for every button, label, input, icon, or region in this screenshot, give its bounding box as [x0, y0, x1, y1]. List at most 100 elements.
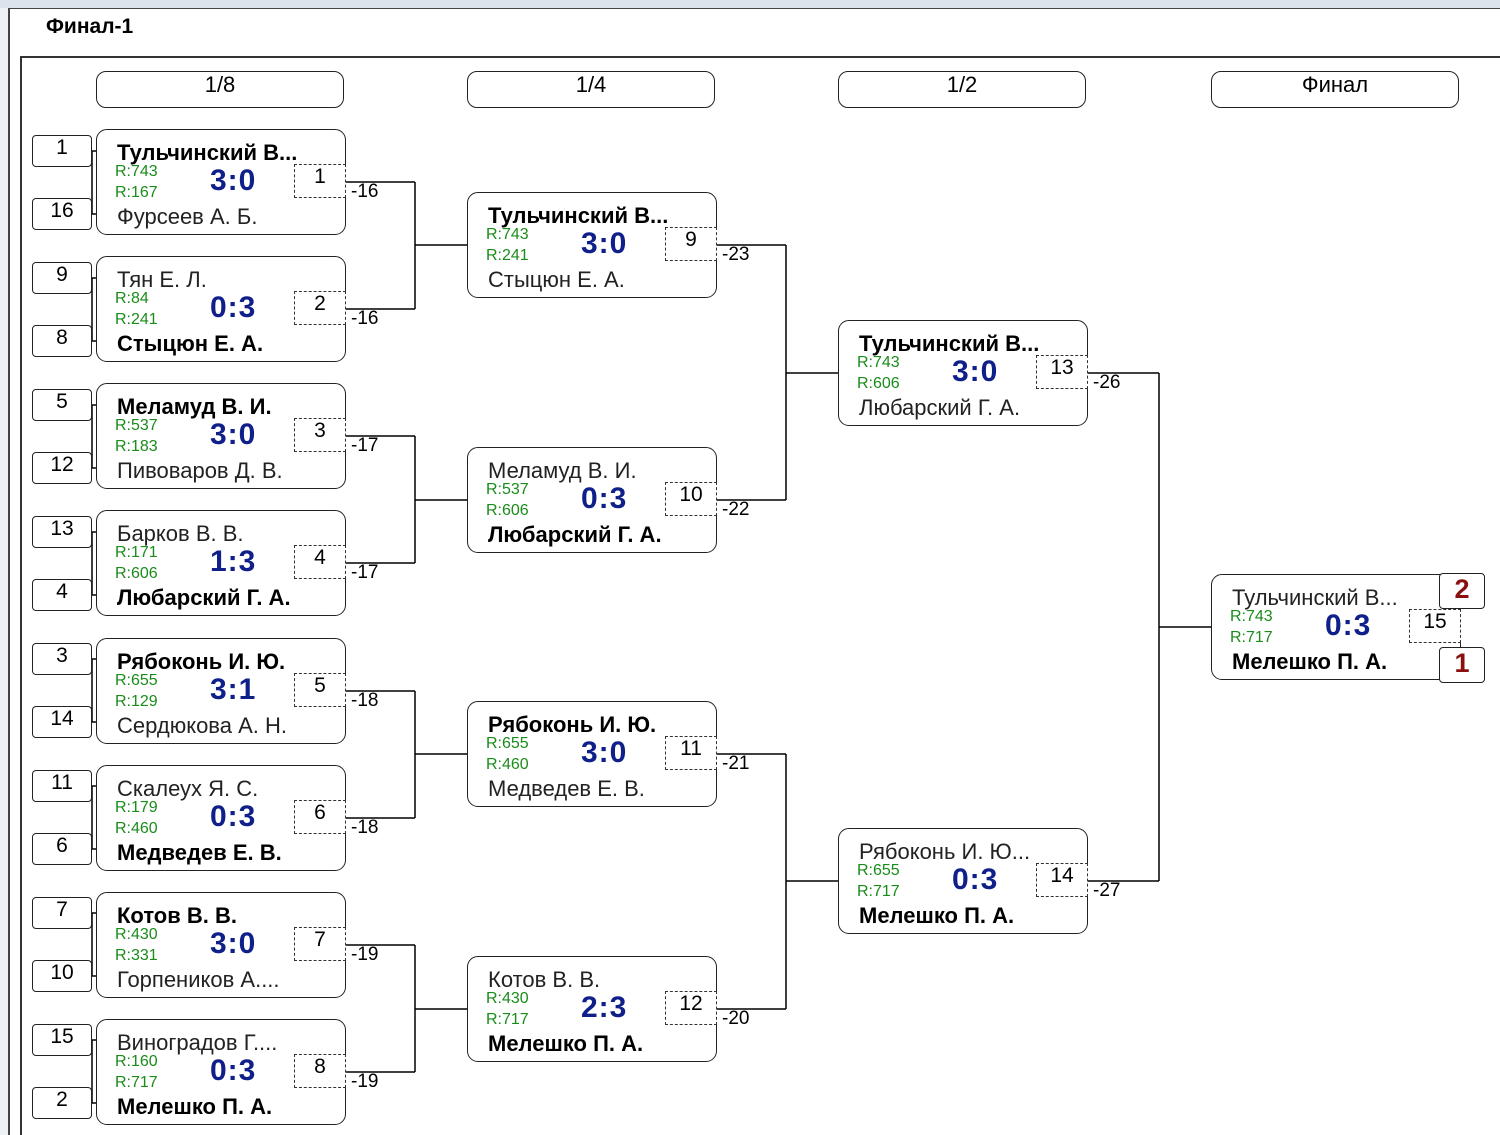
loser-destination: -27: [1093, 880, 1121, 901]
loser-destination: -21: [722, 753, 750, 774]
loser-destination: -26: [1093, 372, 1121, 393]
round-header-final: Финал: [1211, 71, 1459, 108]
rating-top: R:430: [486, 990, 529, 1007]
player-bottom: Мелешко П. А.: [859, 903, 1015, 928]
match-number: 6: [294, 800, 346, 834]
rating-top: R:160: [115, 1053, 158, 1070]
loser-destination: -16: [351, 181, 379, 202]
match-score: 2:3: [581, 991, 628, 1024]
loser-destination: -19: [351, 944, 379, 965]
match-number: 9: [665, 227, 717, 261]
rating-top: R:84: [115, 290, 149, 307]
seed-box: 10: [32, 960, 92, 992]
player-top: Рябоконь И. Ю.: [488, 712, 657, 737]
match-score: 3:0: [952, 355, 999, 388]
player-bottom: Любарский Г. А.: [859, 395, 1021, 420]
window-top-strip: [0, 0, 1500, 8]
rating-top: R:171: [115, 544, 158, 561]
match-score: 0:3: [210, 291, 257, 324]
rating-bottom: R:460: [115, 820, 158, 837]
seed-box: 6: [32, 833, 92, 865]
match-score: 3:0: [581, 736, 628, 769]
rating-bottom: R:606: [115, 565, 158, 582]
round-header-1-8: 1/8: [96, 71, 344, 108]
player-top: Барков В. В.: [117, 521, 244, 546]
seed-box: 11: [32, 770, 92, 802]
player-bottom: Мелешко П. А.: [1232, 649, 1388, 674]
player-top: Тульчинский В...: [117, 140, 298, 165]
rating-top: R:743: [1230, 608, 1273, 625]
rating-bottom: R:717: [115, 1074, 158, 1091]
rating-bottom: R:241: [115, 311, 158, 328]
rating-bottom: R:241: [486, 247, 529, 264]
title-bar: Финал-1: [8, 8, 1500, 46]
match-score: 3:0: [210, 418, 257, 451]
player-top: Тульчинский В...: [488, 203, 669, 228]
place-badge-bottom: 1: [1439, 647, 1485, 683]
player-top: Котов В. В.: [488, 967, 601, 992]
seed-box: 3: [32, 643, 92, 675]
player-bottom: Горпеников А....: [117, 967, 280, 992]
match-score: 0:3: [210, 1054, 257, 1087]
rating-top: R:743: [486, 226, 529, 243]
match-number: 5: [294, 673, 346, 707]
rating-top: R:743: [115, 163, 158, 180]
rating-bottom: R:460: [486, 756, 529, 773]
rating-bottom: R:717: [486, 1011, 529, 1028]
match-score: 1:3: [210, 545, 257, 578]
rating-top: R:655: [115, 672, 158, 689]
player-bottom: Стыцюн Е. А.: [488, 267, 625, 292]
player-top: Котов В. В.: [117, 903, 237, 928]
round-header-1-2: 1/2: [838, 71, 1086, 108]
match-number: 2: [294, 291, 346, 325]
match-number: 8: [294, 1054, 346, 1088]
match-number: 1: [294, 164, 346, 198]
loser-destination: -16: [351, 308, 379, 329]
match-number: 3: [294, 418, 346, 452]
rating-top: R:537: [115, 417, 158, 434]
player-top: Рябоконь И. Ю.: [117, 649, 286, 674]
match-score: 0:3: [210, 800, 257, 833]
rating-bottom: R:717: [1230, 629, 1273, 646]
loser-destination: -19: [351, 1071, 379, 1092]
match-score: 3:0: [210, 927, 257, 960]
rating-bottom: R:606: [486, 502, 529, 519]
loser-destination: -18: [351, 817, 379, 838]
rating-top: R:179: [115, 799, 158, 816]
rating-bottom: R:331: [115, 947, 158, 964]
rating-top: R:655: [857, 862, 900, 879]
player-top: Меламуд В. И.: [488, 458, 637, 483]
rating-bottom: R:717: [857, 883, 900, 900]
match-number: 11: [665, 736, 717, 770]
seed-box: 13: [32, 516, 92, 548]
match-number: 4: [294, 545, 346, 579]
loser-destination: -17: [351, 435, 379, 456]
rating-bottom: R:183: [115, 438, 158, 455]
player-bottom: Любарский Г. А.: [488, 522, 662, 547]
player-top: Тян Е. Л.: [117, 267, 207, 292]
player-bottom: Мелешко П. А.: [488, 1031, 644, 1056]
rating-bottom: R:129: [115, 693, 158, 710]
match-score: 0:3: [581, 482, 628, 515]
player-bottom: Стыцюн Е. А.: [117, 331, 264, 356]
player-bottom: Фурсеев А. Б.: [117, 204, 258, 229]
match-score: 3:0: [210, 164, 257, 197]
rating-top: R:430: [115, 926, 158, 943]
player-bottom: Медведев Е. В.: [488, 776, 645, 801]
